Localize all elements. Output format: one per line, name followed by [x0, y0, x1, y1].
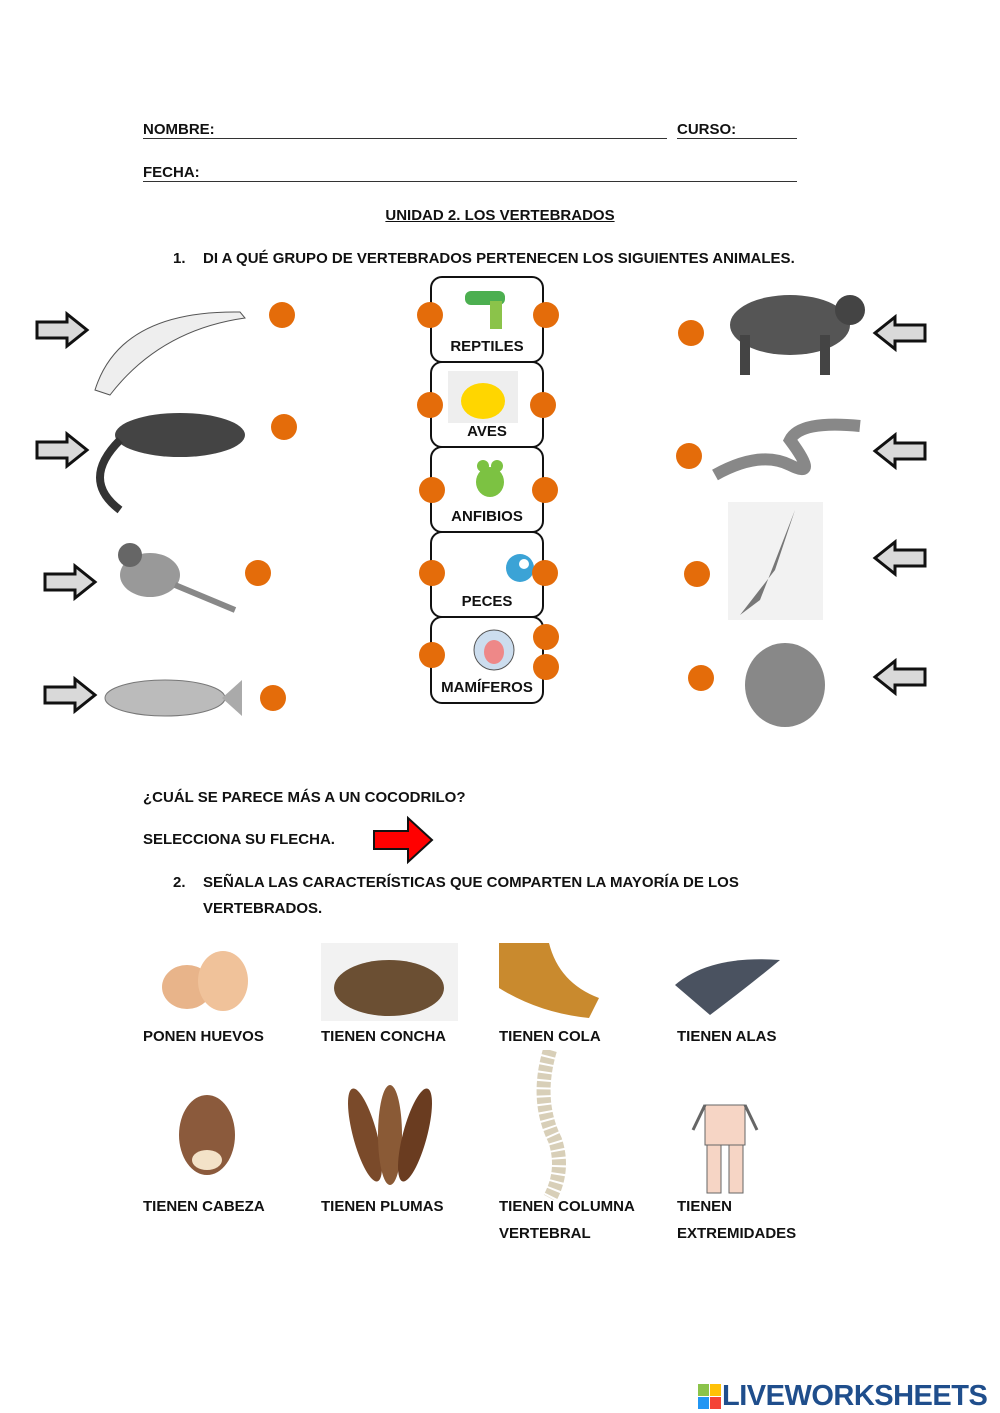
feature-label-tail: TIENEN COLA [499, 1028, 601, 1045]
right-arrow-3[interactable] [873, 540, 927, 576]
page-title: UNIDAD 2. LOS VERTEBRADOS [385, 207, 615, 224]
date-label: FECHA: [143, 164, 200, 181]
left-dot-4[interactable] [260, 685, 286, 711]
feature-label-spine: TIENEN COLUMNA [499, 1198, 635, 1215]
group-box-mamiferos: MAMÍFEROS [430, 616, 544, 704]
feature-label-limbs: TIENEN [677, 1198, 733, 1215]
chick-icon [448, 371, 518, 423]
group-dot-right-mamiferos-1[interactable] [533, 624, 559, 650]
right-arrow-4[interactable] [873, 659, 927, 695]
feature-label-spine-2: VERTEBRAL [499, 1225, 591, 1242]
group-label-peces: PECES [461, 593, 513, 610]
right-dot-1[interactable] [678, 320, 704, 346]
group-box-aves: AVES [430, 361, 544, 448]
live-blocks-icon [698, 1383, 721, 1409]
feature-label-eggs: PONEN HUEVOS [143, 1028, 264, 1045]
feathers-image[interactable] [340, 1085, 435, 1195]
name-label: NOMBRE: [143, 121, 215, 138]
fish-icon [506, 554, 534, 582]
frog-image [745, 643, 825, 727]
group-box-reptiles: REPTILES [430, 276, 544, 363]
turtle-shell-image[interactable] [321, 943, 458, 1021]
group-label-aves: AVES [467, 423, 507, 440]
wing-image[interactable] [670, 955, 785, 1020]
right-arrow-2[interactable] [873, 433, 927, 469]
q1-text: DI A QUÉ GRUPO DE VERTEBRADOS PERTENECEN… [203, 250, 795, 267]
select-arrow-instruction: SELECCIONA SU FLECHA. [143, 831, 335, 848]
feature-label-head: TIENEN CABEZA [143, 1198, 265, 1215]
q1-number: 1. [173, 250, 186, 267]
group-label-reptiles: REPTILES [450, 338, 524, 355]
feature-label-shell: TIENEN CONCHA [321, 1028, 447, 1045]
tail-image[interactable] [499, 943, 604, 1023]
group-box-peces: PECES [430, 531, 544, 618]
right-dot-4[interactable] [688, 665, 714, 691]
group-dot-right-mamiferos-2[interactable] [533, 654, 559, 680]
left-arrow-4[interactable] [43, 677, 97, 713]
feature-label-limbs-2: EXTREMIDADES [677, 1225, 797, 1242]
course-field[interactable] [677, 138, 797, 139]
group-dot-right-reptiles[interactable] [533, 302, 559, 328]
matching-area [35, 295, 927, 727]
group-label-mamiferos: MAMÍFEROS [441, 679, 533, 696]
eggs-image[interactable] [155, 945, 255, 1015]
group-dot-right-peces[interactable] [532, 560, 558, 586]
group-dot-left-mamiferos[interactable] [419, 642, 445, 668]
frog-icon [476, 460, 504, 497]
right-arrow-1[interactable] [873, 315, 927, 351]
logo-text: LIVEWORKSHEETS [722, 1380, 988, 1412]
group-dot-right-aves[interactable] [530, 392, 556, 418]
q2-text-line2: VERTEBRADOS. [203, 900, 323, 917]
group-dot-left-aves[interactable] [417, 392, 443, 418]
right-dot-3[interactable] [684, 561, 710, 587]
left-arrow-3[interactable] [43, 564, 97, 600]
dolphin-image [94, 311, 246, 396]
group-dot-left-peces[interactable] [419, 560, 445, 586]
date-field[interactable] [143, 181, 797, 182]
cow-icon [473, 629, 515, 671]
left-arrow-2[interactable] [35, 432, 89, 468]
group-dot-left-reptiles[interactable] [417, 302, 443, 328]
name-field[interactable] [143, 138, 667, 139]
limbs-image[interactable] [685, 1085, 765, 1195]
left-dot-3[interactable] [245, 560, 271, 586]
iguana-image [96, 413, 245, 514]
left-dot-2[interactable] [271, 414, 297, 440]
liveworksheets-logo: LIVEWORKSHEETS [698, 1380, 988, 1413]
sparrow-image [118, 543, 237, 613]
feature-label-wings: TIENEN ALAS [677, 1028, 777, 1045]
feature-label-feathers: TIENEN PLUMAS [321, 1198, 444, 1215]
right-dot-2[interactable] [676, 443, 702, 469]
crocodile-icon [465, 291, 505, 329]
left-arrow-1[interactable] [35, 312, 89, 348]
q2-number: 2. [173, 874, 186, 891]
trout-image [104, 679, 242, 717]
group-dot-right-anfibios[interactable] [532, 477, 558, 503]
head-image[interactable] [175, 1090, 240, 1180]
group-box-anfibios: ANFIBIOS [430, 446, 544, 533]
crocodile-question: ¿CUÁL SE PARECE MÁS A UN COCODRILO? [143, 789, 466, 806]
group-dot-left-anfibios[interactable] [419, 477, 445, 503]
left-dot-1[interactable] [269, 302, 295, 328]
spine-image[interactable] [525, 1050, 575, 1200]
snake-image [712, 418, 861, 481]
group-label-anfibios: ANFIBIOS [451, 508, 523, 525]
red-arrow-icon[interactable] [372, 815, 436, 865]
course-label: CURSO: [677, 121, 737, 138]
tiger-image [730, 295, 865, 375]
q2-text-line1: SEÑALA LAS CARACTERÍSTICAS QUE COMPARTEN… [203, 874, 739, 891]
bat-image [728, 502, 823, 620]
